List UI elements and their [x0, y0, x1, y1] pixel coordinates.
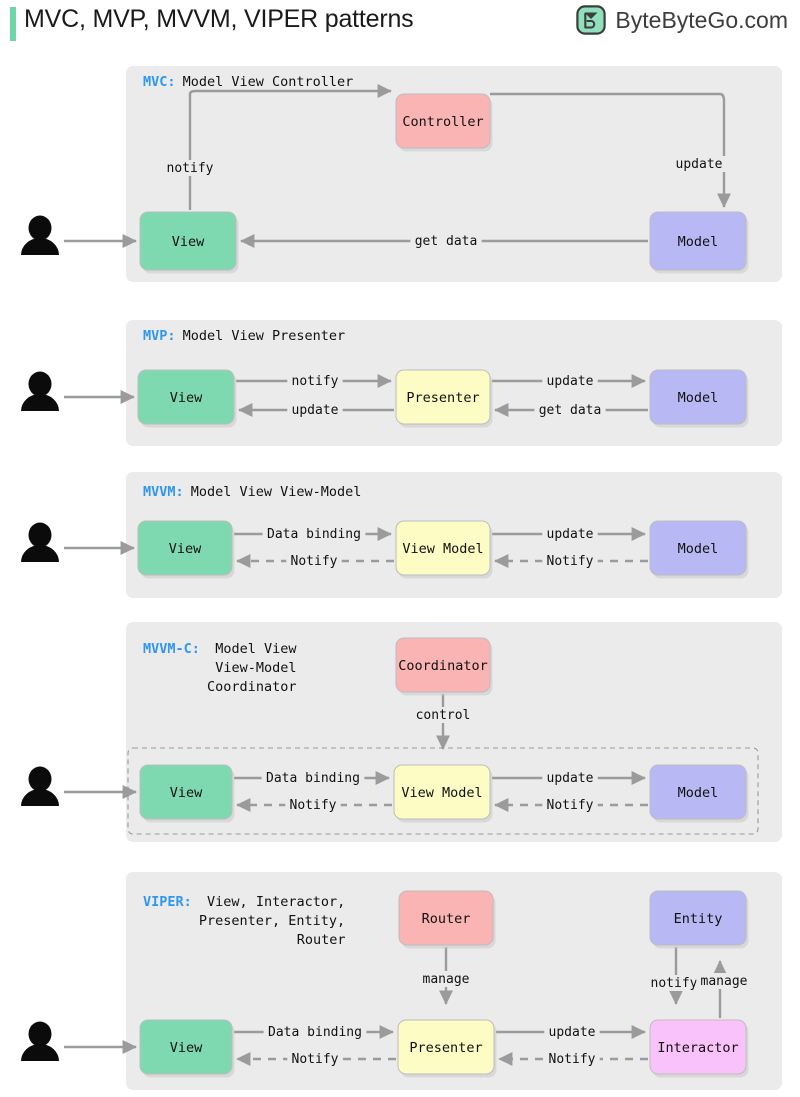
section-title-line: Model View View-Model [191, 484, 362, 500]
node-label: Controller [402, 114, 483, 130]
node-view[interactable]: View [137, 369, 237, 428]
edge-label: update [676, 157, 723, 172]
edge-label: update [292, 403, 339, 418]
node-viewmodel[interactable]: View Model [393, 764, 493, 823]
node-label: View [170, 785, 203, 801]
user-avatar-icon [21, 1021, 59, 1061]
edge-label: manage [701, 974, 748, 989]
user-avatar-icon [21, 522, 59, 562]
edge-label: control [416, 708, 471, 723]
section-title-line: Coordinator [207, 679, 296, 695]
node-label: Coordinator [398, 658, 487, 674]
node-view[interactable]: View [139, 1019, 235, 1078]
node-label: View Model [402, 541, 483, 557]
node-label: Model [678, 234, 719, 250]
section-title-viper: VIPER: View, Interactor, Presenter, Entity… [143, 894, 345, 948]
edge-label: Notify [549, 1052, 596, 1067]
node-model[interactable]: Model [649, 211, 749, 274]
node-viewmodel[interactable]: View Model [395, 520, 493, 579]
edge-label: Notify [547, 798, 594, 813]
edge-label: Notify [292, 1052, 339, 1067]
section-title-line: Router [297, 932, 346, 948]
node-model[interactable]: Model [649, 764, 749, 823]
node-label: Model [678, 541, 719, 557]
edge-label: update [547, 374, 594, 389]
brand-logo-group: ByteByteGo.com [576, 5, 788, 35]
node-label: Presenter [409, 1040, 482, 1056]
edge-label: Data binding [267, 527, 361, 542]
node-label: Interactor [657, 1040, 738, 1056]
section-title-line: View, Interactor, [207, 894, 345, 910]
edge-label: Notify [290, 798, 337, 813]
title-accent-bar [10, 7, 16, 41]
node-model[interactable]: Model [649, 369, 749, 428]
section-panel [126, 622, 782, 842]
user-avatar-icon [21, 215, 59, 255]
node-label: View [170, 390, 203, 406]
node-router[interactable]: Router [398, 890, 496, 949]
node-entity[interactable]: Entity [649, 890, 749, 949]
edge-label: notify [167, 161, 214, 176]
node-label: Entity [674, 911, 723, 927]
section-prefix: MVC: [143, 74, 176, 90]
node-label: View [170, 1040, 203, 1056]
edge-label: manage [423, 972, 470, 987]
edge-label: update [547, 771, 594, 786]
edge-label: get data [539, 403, 602, 418]
section-title-line: Presenter, Entity, [199, 913, 345, 929]
node-label: View [172, 234, 205, 250]
node-presenter[interactable]: Presenter [395, 369, 493, 428]
section-prefix: MVP: [143, 328, 176, 344]
edge [188, 84, 392, 210]
edge-label: Notify [547, 554, 594, 569]
edge-label: Notify [291, 554, 338, 569]
pattern-section-mvp: notify update update get data View Presenter M… [21, 320, 782, 446]
node-view[interactable]: View [139, 764, 235, 823]
node-interactor[interactable]: Interactor [649, 1019, 749, 1078]
brand-name: ByteByteGo.com [615, 6, 788, 33]
node-label: Model [678, 785, 719, 801]
edge-label: Data binding [268, 1025, 362, 1040]
section-title-line: Model View Presenter [183, 328, 346, 344]
section-title-mvvm: MVVM: Model View View-Model [143, 484, 361, 500]
user-avatar-icon [21, 766, 59, 806]
section-panel [126, 66, 782, 282]
edge-label: notify [292, 374, 339, 389]
section-title-mvp: MVP: Model View Presenter [143, 328, 345, 344]
node-label: Model [678, 390, 719, 406]
page-title: MVC, MVP, MVVM, VIPER patterns [24, 5, 414, 33]
node-model[interactable]: Model [649, 520, 749, 579]
node-controller[interactable]: Controller [395, 93, 493, 152]
section-prefix: MVVM-C: [143, 641, 200, 657]
node-view[interactable]: View [139, 211, 239, 274]
node-label: Router [422, 911, 471, 927]
user-avatar-icon [21, 371, 59, 411]
page-header: MVC, MVP, MVVM, VIPER patterns ByteByteG… [0, 0, 800, 56]
node-label: View [169, 541, 202, 557]
node-view[interactable]: View [137, 520, 235, 579]
node-label: View Model [401, 785, 482, 801]
edge [490, 92, 731, 208]
section-prefix: VIPER: [143, 894, 192, 910]
node-coordinator[interactable]: Coordinator [395, 637, 493, 696]
edge-label: Data binding [266, 771, 360, 786]
node-label: Presenter [406, 390, 479, 406]
edge-label: update [547, 527, 594, 542]
section-prefix: MVVM: [143, 484, 184, 500]
section-title-line: View-Model [215, 660, 296, 676]
section-title-mvc: MVC: Model View Controller [143, 74, 353, 90]
edge-label: get data [415, 234, 478, 249]
edge-label: notify [651, 976, 698, 991]
edge-label: update [549, 1025, 596, 1040]
section-title-line: Model View Controller [183, 74, 354, 90]
bytebytego-logo-icon [576, 5, 607, 35]
section-title-line: Model View [215, 641, 297, 657]
node-presenter[interactable]: Presenter [397, 1019, 497, 1078]
